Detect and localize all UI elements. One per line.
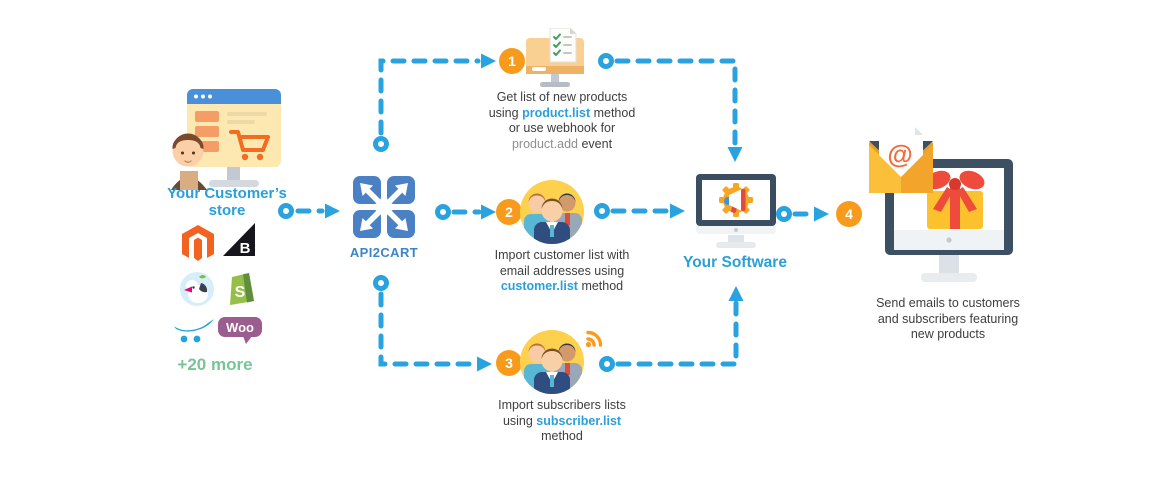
- step1-line3: or use webhook for: [508, 121, 616, 135]
- step1-method: product.list: [522, 105, 591, 120]
- rss-icon: [586, 330, 603, 347]
- woocommerce-icon: Woo: [218, 317, 262, 344]
- step4-line3: new products: [910, 327, 986, 341]
- bigcommerce-letter: B: [240, 240, 251, 257]
- step1-line4-post: event: [577, 136, 613, 151]
- shopify-icon: S: [230, 273, 254, 305]
- step1-caption: Get list of new products using product.l…: [478, 90, 646, 152]
- connector-step1-to-software: [614, 58, 738, 149]
- api2cart-label: API2CART: [349, 245, 419, 260]
- marketing-gear-icon: [719, 183, 753, 217]
- connector-start-ring: [598, 53, 614, 69]
- step1-line2-post: method: [590, 105, 636, 120]
- connector-start-ring: [373, 275, 389, 291]
- arrowhead-icon: [481, 204, 496, 220]
- email-gift-monitor-icon: @: [869, 127, 1013, 282]
- step4-caption: Send emails to customers and subscribers…: [857, 296, 1039, 343]
- step1-line1: Get list of new products: [496, 90, 628, 104]
- shopify-letter: S: [235, 284, 246, 301]
- step2-line1: Import customer list with: [494, 248, 630, 262]
- step1-event: product.add: [511, 136, 578, 151]
- more-platforms-label: +20 more: [177, 355, 253, 374]
- your-software-label: Your Software: [683, 254, 787, 271]
- step3-line3: method: [541, 429, 583, 443]
- step3-line2-pre: using: [502, 413, 537, 428]
- email-envelope-icon: @: [869, 127, 933, 193]
- prestashop-icon: [180, 272, 214, 306]
- step1-line2-pre: using: [488, 105, 523, 120]
- magento-icon: [182, 225, 214, 261]
- customer-store-title-line1: Your Customer’s: [167, 185, 287, 202]
- connector-start-ring: [776, 206, 792, 222]
- connector-start-ring: [435, 204, 451, 220]
- connector-api-to-step3: [378, 291, 478, 367]
- connector-start-ring: [373, 136, 389, 152]
- customer-store-icon: [171, 89, 281, 190]
- step4-number-badge: 4: [836, 201, 862, 227]
- arrowhead-icon: [477, 356, 492, 372]
- person-icon: [171, 133, 207, 190]
- step2-line3-post: method: [577, 279, 624, 293]
- step2-number-badge: 2: [496, 199, 522, 225]
- arrowhead-icon: [727, 147, 743, 162]
- step4-line1: Send emails to customers: [876, 296, 1020, 310]
- opencart-icon: [174, 319, 214, 343]
- customer-store-title-line2: store: [208, 201, 246, 219]
- step3-number: 3: [505, 355, 513, 371]
- customer-store-title: Your Customer’s store: [148, 185, 306, 219]
- woo-label: Woo: [226, 320, 254, 335]
- checklist-paper-icon: [549, 28, 577, 63]
- step3-number-badge: 3: [496, 350, 522, 376]
- gift-icon: [925, 170, 985, 229]
- api2cart-icon: [353, 176, 415, 238]
- step4-number: 4: [845, 206, 853, 222]
- step2-caption: Import customer list with email addresse…: [476, 248, 648, 295]
- connector-api-to-step1: [378, 58, 481, 136]
- step1-number-badge: 1: [499, 48, 525, 74]
- connector-start-ring: [599, 356, 615, 372]
- step4-line2: and subscribers featuring: [877, 311, 1019, 326]
- subscribers-group-icon: [520, 330, 603, 394]
- at-symbol: @: [887, 139, 912, 169]
- step3-caption: Import subscribers lists using subscribe…: [476, 398, 648, 445]
- step2-line2: email addresses using: [499, 263, 625, 278]
- megaphone-icon: [724, 189, 746, 213]
- arrowhead-icon: [728, 286, 744, 301]
- bigcommerce-icon: B: [223, 223, 255, 257]
- your-software-monitor-icon: [696, 174, 776, 248]
- step2-number: 2: [505, 204, 513, 220]
- arrowhead-icon: [325, 203, 340, 219]
- letter-paper: @: [879, 127, 923, 177]
- step3-method: subscriber.list: [536, 413, 622, 428]
- step1-number: 1: [508, 53, 516, 69]
- connector-start-ring: [278, 203, 294, 219]
- step3-line1: Import subscribers lists: [498, 398, 626, 412]
- arrowhead-icon: [481, 53, 496, 69]
- product-list-monitor-icon: [526, 28, 584, 87]
- customers-group-icon: [520, 180, 584, 244]
- connector-start-ring: [594, 203, 610, 219]
- step2-method: customer.list: [500, 279, 578, 293]
- arrowhead-icon: [670, 203, 685, 219]
- connector-step3-to-software: [615, 298, 739, 367]
- arrowhead-icon: [814, 206, 829, 222]
